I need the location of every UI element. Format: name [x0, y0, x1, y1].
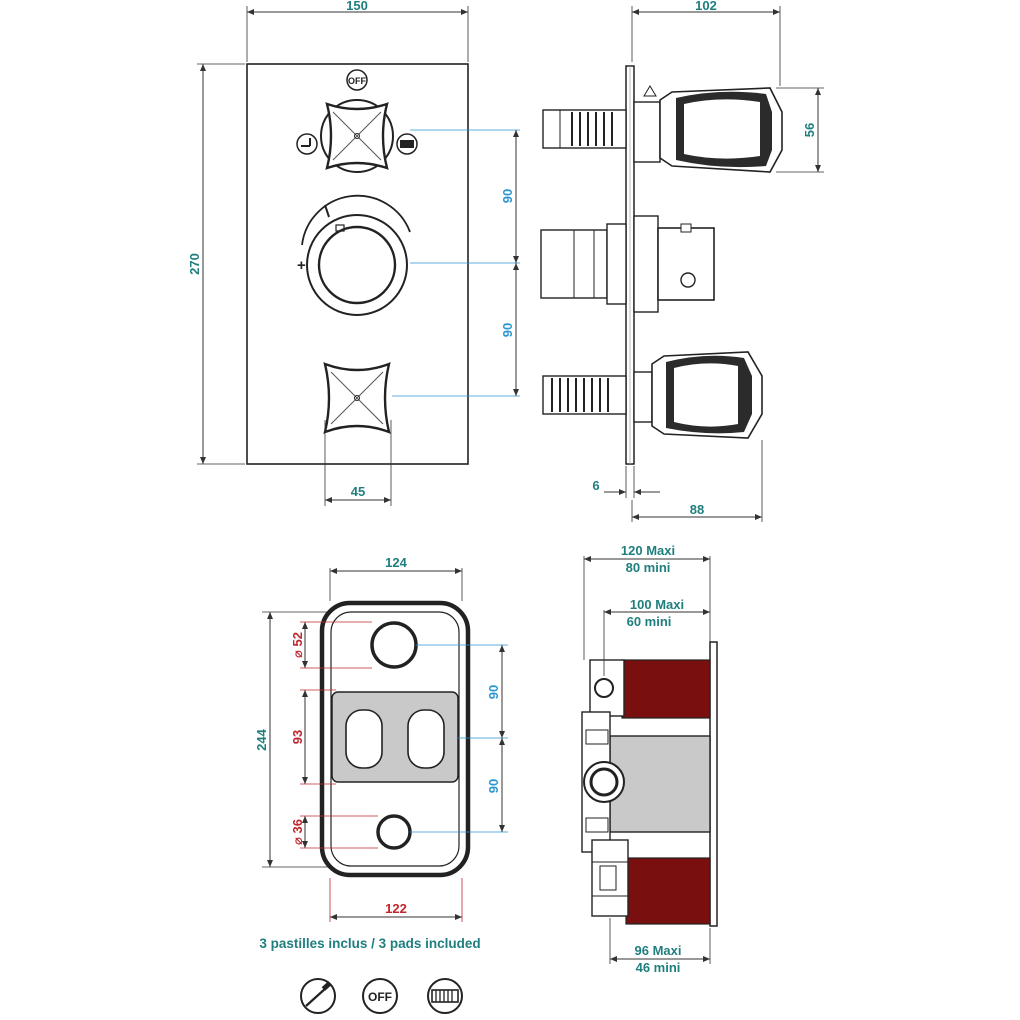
right-outlet-badge: [396, 133, 418, 155]
dim-mount-spacing-bottom: 90: [486, 779, 501, 793]
dim-cutout-93: 93: [290, 730, 305, 744]
dim-dia-36: ⌀ 36: [290, 819, 305, 845]
pads-caption: 3 pastilles inclus / 3 pads included: [259, 936, 481, 951]
dim-46-mini: 46 mini: [636, 960, 681, 975]
dim-mount-122: 122: [385, 901, 407, 916]
dim-handle-45: 45: [351, 484, 365, 499]
side-bottom-handle: [542, 351, 763, 439]
thermostatic-knob: +: [297, 194, 411, 316]
dim-width-150: 150: [346, 0, 368, 13]
dim-60-mini: 60 mini: [627, 614, 672, 629]
dim-knob-56: 56: [802, 123, 817, 137]
mount-plate-view: 124 122 244 93 ⌀ 52 ⌀ 36 90 90: [254, 555, 508, 922]
front-dimensions: 150 270 90 90 45: [187, 0, 520, 506]
bottom-flow-handle: [323, 362, 391, 434]
body-bottom-red: [625, 857, 711, 925]
dim-80-mini: 80 mini: [626, 560, 671, 575]
svg-text:OFF: OFF: [348, 76, 366, 86]
toothbrush-icon: [300, 978, 336, 1014]
installation-body-view: 120 Maxi 80 mini 100 Maxi 60 mini 96 Max…: [581, 543, 718, 975]
dim-mount-spacing-top: 90: [486, 685, 501, 699]
off-icon: OFF: [362, 978, 398, 1014]
body-core: [609, 735, 711, 833]
top-diverter-handle: OFF: [296, 69, 418, 173]
pads-row: OFF: [300, 978, 463, 1014]
dim-120-maxi: 120 Maxi: [621, 543, 675, 558]
dim-mount-244: 244: [254, 728, 269, 750]
side-thermostat: [540, 215, 715, 313]
side-view: 102 56 6 88: [540, 0, 824, 522]
dim-projection-88: 88: [690, 502, 704, 517]
dim-100-maxi: 100 Maxi: [630, 597, 684, 612]
dim-spacing-top: 90: [500, 189, 515, 203]
dim-mount-124: 124: [385, 555, 407, 570]
body-top-red: [621, 659, 711, 719]
off-badge: OFF: [346, 69, 368, 91]
side-top-handle: [542, 85, 783, 173]
front-view: OFF +: [187, 0, 520, 506]
dim-height-270: 270: [187, 253, 202, 275]
mount-hole-top: [370, 621, 418, 669]
dim-96-maxi: 96 Maxi: [635, 943, 682, 958]
dim-depth-102: 102: [695, 0, 717, 13]
svg-text:OFF: OFF: [368, 990, 392, 1004]
plus-sign: +: [297, 257, 306, 274]
side-dimensions: 102 56 6 88: [592, 0, 824, 522]
left-outlet-badge: [296, 133, 318, 155]
dim-dia-52: ⌀ 52: [290, 632, 305, 658]
dim-spacing-bottom: 90: [500, 323, 515, 337]
mount-hole-bottom: [376, 814, 412, 850]
dim-plate-6: 6: [592, 478, 599, 493]
grille-icon: [427, 978, 463, 1014]
install-plate: [709, 641, 718, 927]
